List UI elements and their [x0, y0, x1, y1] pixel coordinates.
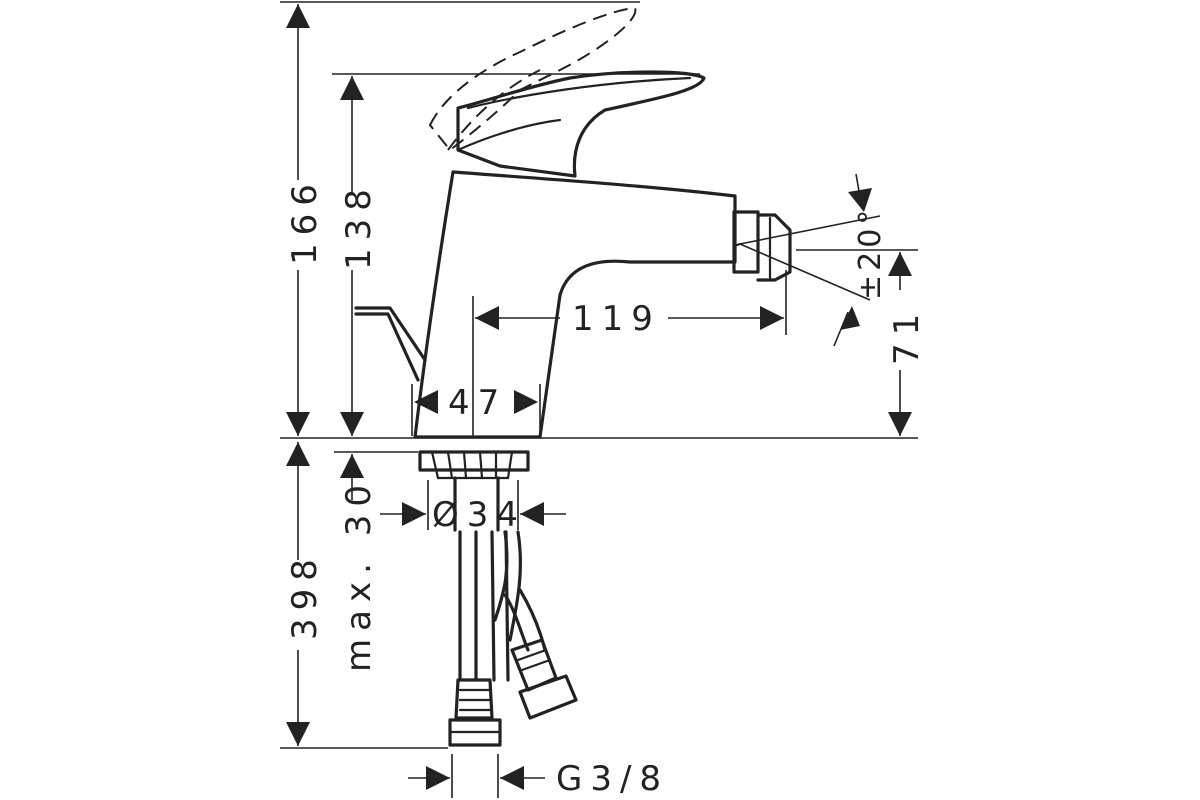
dim-diameter-34	[380, 480, 566, 530]
flexible-hoses	[448, 530, 578, 747]
dim-119-label: 119	[572, 299, 661, 339]
lever-handle	[456, 70, 706, 178]
dim-71	[796, 249, 918, 436]
dim-47-label: 47	[448, 383, 507, 423]
dim-166-label: 166	[285, 176, 325, 265]
dim-47	[411, 384, 541, 436]
faucet-body	[413, 170, 737, 439]
lever-handle-raised-dashed	[428, 6, 637, 152]
dim-166	[280, 1, 640, 436]
dim-angle-label: ±20°	[853, 206, 888, 300]
dim-398	[280, 442, 448, 749]
dim-g3-8	[408, 754, 545, 798]
dim-138	[332, 73, 700, 436]
dim-71-label: 71	[887, 306, 927, 365]
mounting-set	[418, 450, 530, 532]
dim-diameter-34-label: Ø34	[432, 495, 526, 535]
dim-398-label: 398	[285, 551, 325, 640]
swivel-aerator	[732, 210, 792, 282]
dim-g3-8-label: G3/8	[556, 759, 669, 799]
dim-max-30-label: max. 30	[339, 477, 379, 672]
dim-138-label: 138	[339, 181, 379, 270]
dim-max-30	[334, 451, 418, 500]
dim-119	[472, 270, 787, 436]
dim-angle	[739, 173, 881, 347]
pop-up-rod	[354, 306, 427, 382]
